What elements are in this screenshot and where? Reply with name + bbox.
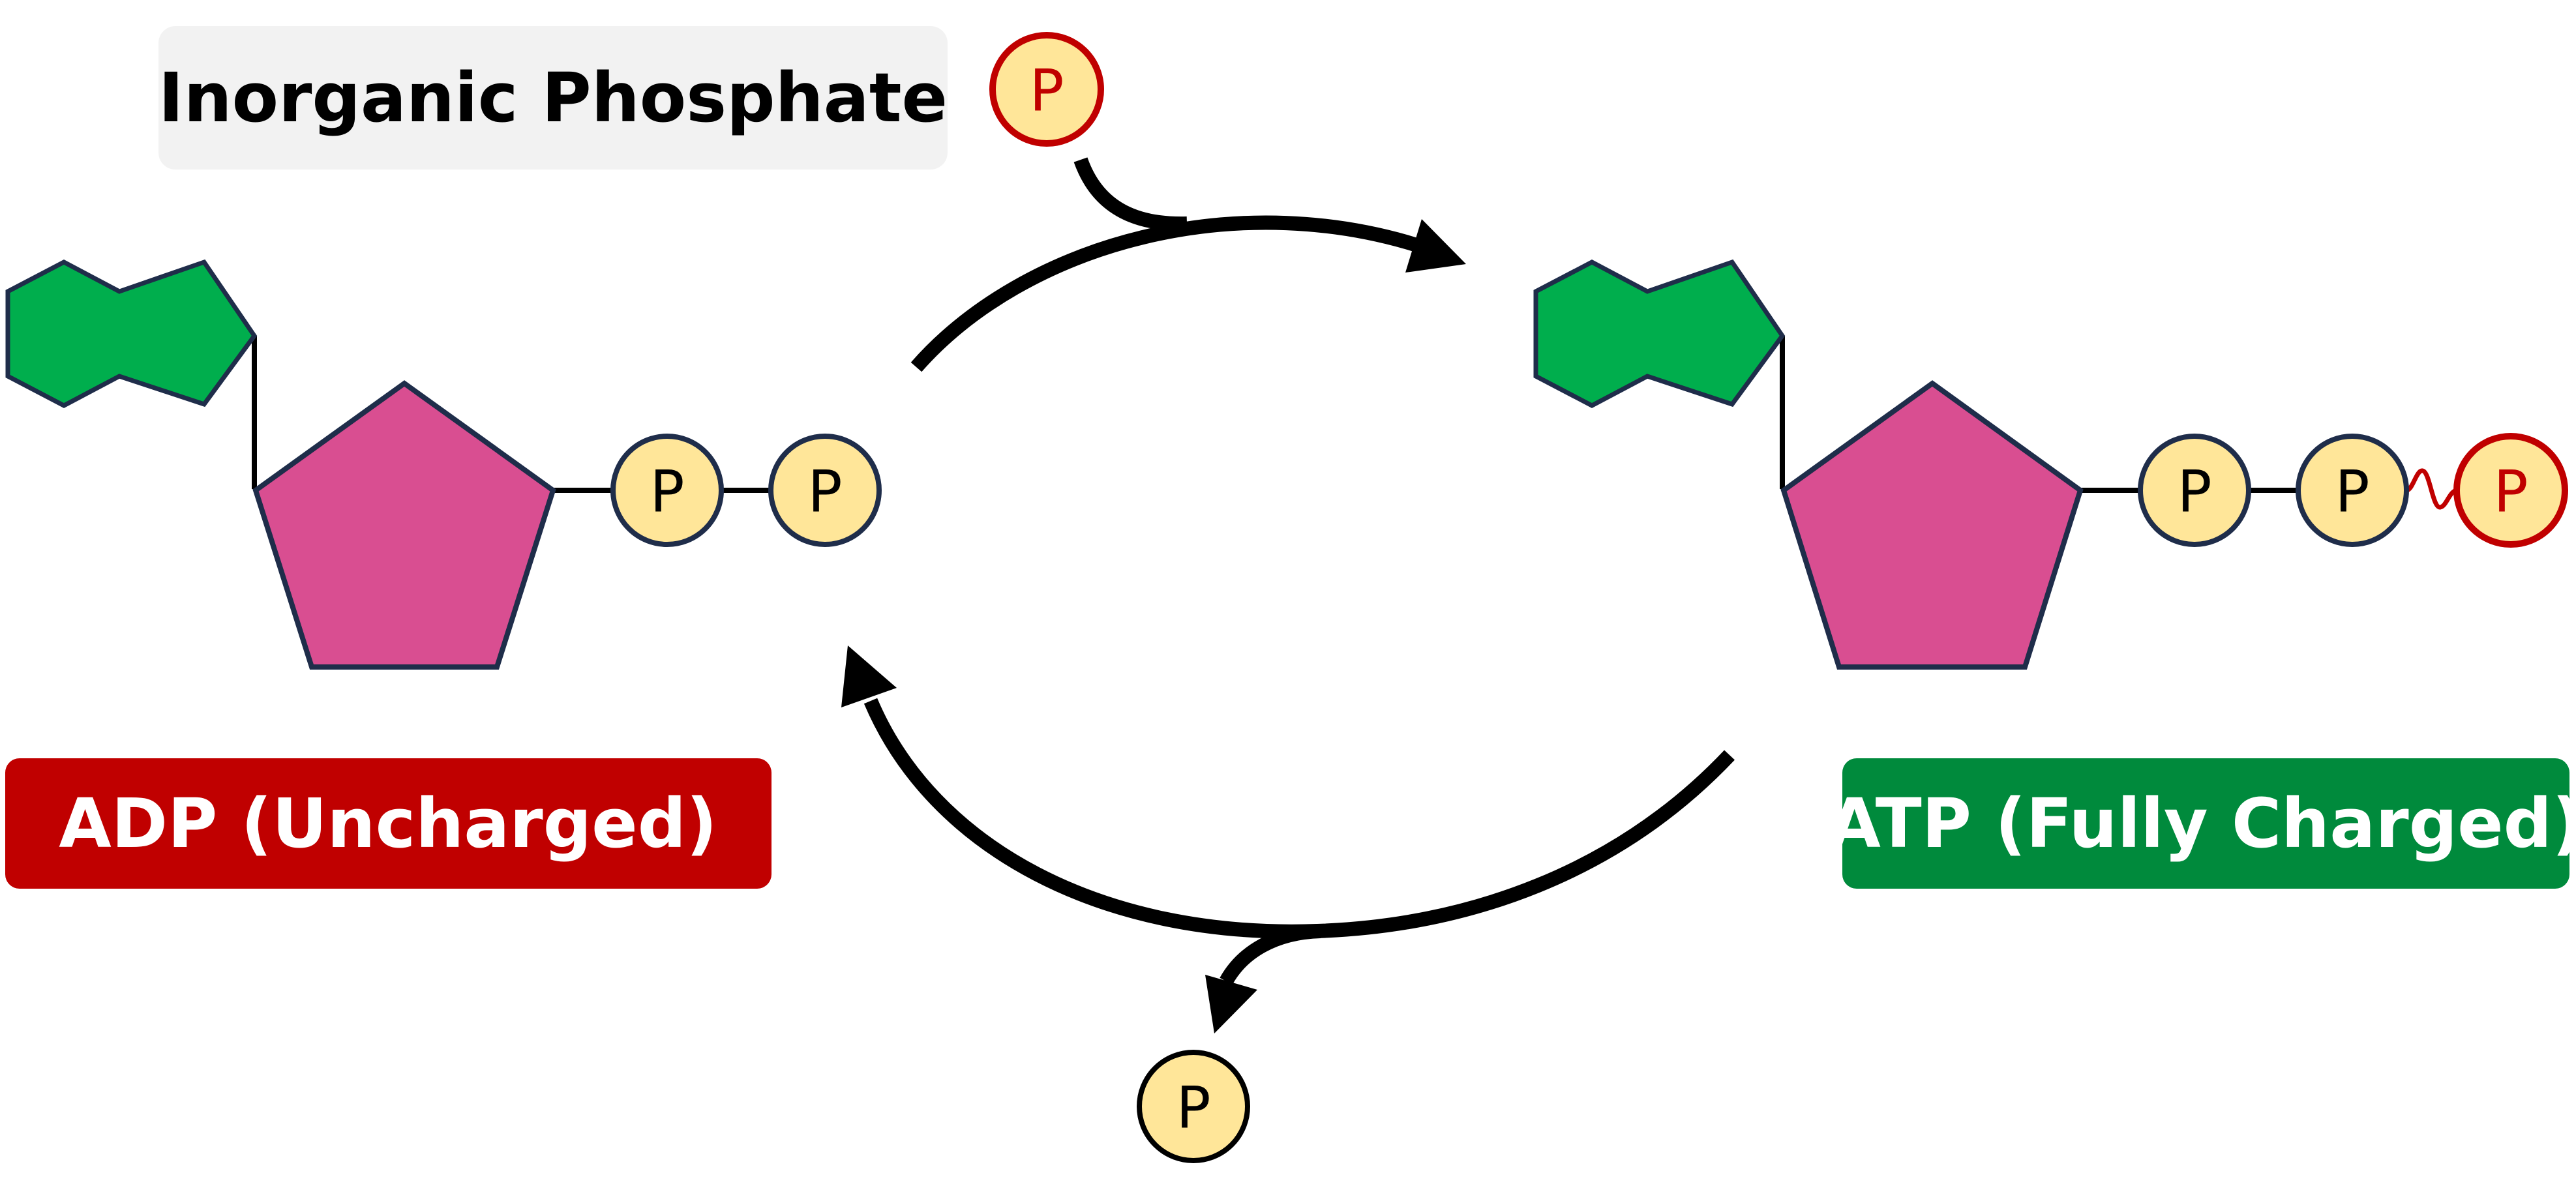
atp-phosphate-2	[2296, 434, 2409, 547]
adp-phosphate-2-symbol: P	[807, 458, 842, 526]
atp-phosphate-2-symbol: P	[2335, 458, 2369, 526]
incoming-phosphate-symbol: P	[1029, 57, 1064, 125]
inorganic-phosphate-label-box	[158, 26, 948, 170]
adp-label-text: ADP (Uncharged)	[59, 784, 717, 863]
released-phosphate-circle	[1137, 1050, 1250, 1163]
adp-adenine-base	[5, 259, 258, 408]
charging-arrow-head	[1405, 219, 1466, 273]
charging-arrow-arc	[910, 215, 1437, 372]
released-phosphate-symbol: P	[1176, 1075, 1210, 1142]
adp-label: ADP (Uncharged)	[5, 758, 771, 889]
adp-label-box	[5, 758, 771, 889]
inorganic-phosphate-label: Inorganic Phosphate	[158, 26, 948, 170]
phosphate-release-curve	[1220, 924, 1321, 985]
incoming-phosphate-circle	[989, 32, 1104, 147]
adp-phosphate-1-symbol: P	[650, 458, 684, 526]
atp-high-energy-bond	[2405, 468, 2458, 510]
charging-arrow	[910, 157, 1466, 372]
atp-molecule: P P P	[1533, 259, 2568, 670]
inorganic-phosphate-label-text: Inorganic Phosphate	[158, 58, 948, 138]
phosphate-release-arrow-head	[1205, 975, 1257, 1033]
discharging-arrow-head	[841, 645, 897, 707]
released-phosphate: P	[1137, 1050, 1250, 1163]
atp-adenine-base	[1533, 259, 1786, 408]
atp-phosphate-3	[2453, 433, 2568, 548]
adp-phosphate-1	[610, 434, 724, 547]
phosphate-input-curve	[1073, 157, 1188, 231]
atp-label-text: ATP (Fully Charged)	[1828, 784, 2576, 863]
discharging-arrow	[841, 645, 1735, 1033]
incoming-phosphate: P	[989, 32, 1104, 147]
atp-ribose-sugar	[1780, 380, 2084, 670]
adp-molecule: P P	[5, 259, 882, 670]
adp-ribose-sugar	[252, 380, 556, 670]
atp-phosphate-1	[2138, 434, 2251, 547]
atp-label-box	[1842, 758, 2569, 889]
atp-phosphate-3-symbol: P	[2493, 458, 2528, 526]
atp-label: ATP (Fully Charged)	[1828, 758, 2576, 889]
atp-phosphate-1-symbol: P	[2177, 458, 2211, 526]
discharging-arrow-arc	[863, 698, 1735, 939]
adp-phosphate-2	[768, 434, 882, 547]
